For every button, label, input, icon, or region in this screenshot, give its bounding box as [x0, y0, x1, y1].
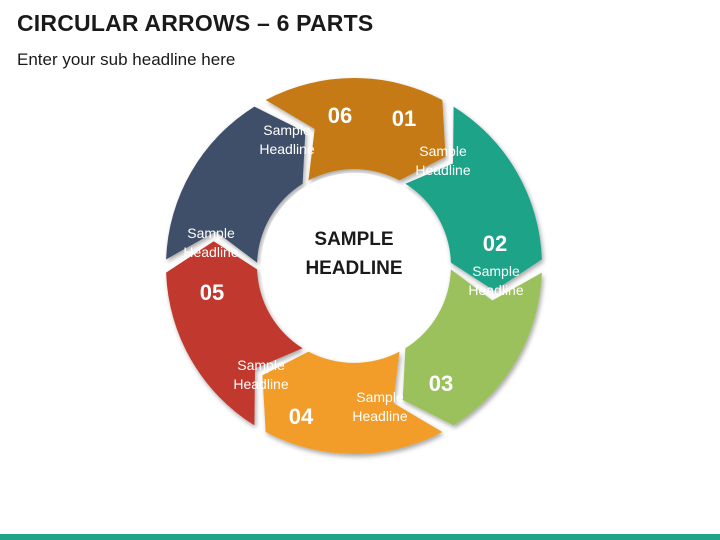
center-circle [261, 173, 447, 359]
segment-02-number: 02 [483, 231, 507, 256]
segment-03-label-line2: Headline [352, 408, 407, 424]
segment-01-label-line1: Sample [419, 143, 467, 159]
segment-05-number: 05 [200, 280, 224, 305]
segment-05: 05 Sample Headline [183, 225, 238, 305]
segment-arrow-06 [265, 77, 446, 181]
center-headline-line1: SAMPLE [314, 229, 393, 250]
segment-06-number: 06 [328, 103, 352, 128]
segment-04: 04 Sample Headline [233, 357, 314, 429]
page-title: CIRCULAR ARROWS – 6 PARTS [17, 10, 374, 36]
bottom-accent-bar [0, 534, 720, 540]
segment-06-label-line2: Headline [259, 141, 314, 157]
segment-arrow-03 [262, 351, 443, 455]
segment-01-label-line2: Headline [415, 162, 470, 178]
segment-02: 02 Sample Headline [468, 231, 523, 298]
segment-03-label-line1: Sample [356, 389, 404, 405]
page-subtitle: Enter your sub headline here [17, 50, 236, 69]
segment-04-number: 04 [289, 404, 314, 429]
segment-04-label-line1: Sample [237, 357, 285, 373]
segment-01: 01 Sample Headline [392, 106, 471, 178]
center-headline-line2: HEADLINE [305, 258, 402, 279]
segment-arrow-02 [402, 269, 542, 426]
segment-06-label-line1: Sample [263, 122, 311, 138]
segment-03-number: 03 [429, 371, 453, 396]
segment-02-label-line1: Sample [472, 263, 520, 279]
segment-05-label-line1: Sample [187, 225, 235, 241]
segment-01-number: 01 [392, 106, 416, 131]
segment-arrow-04 [166, 241, 303, 426]
segment-06: 06 Sample Headline [259, 103, 352, 157]
segment-arrow-05 [166, 106, 306, 263]
segment-05-label-line2: Headline [183, 244, 238, 260]
segment-03: 03 Sample Headline [352, 371, 453, 424]
segment-02-label-line2: Headline [468, 282, 523, 298]
segment-arrow-01 [405, 106, 542, 291]
segment-04-label-line2: Headline [233, 376, 288, 392]
